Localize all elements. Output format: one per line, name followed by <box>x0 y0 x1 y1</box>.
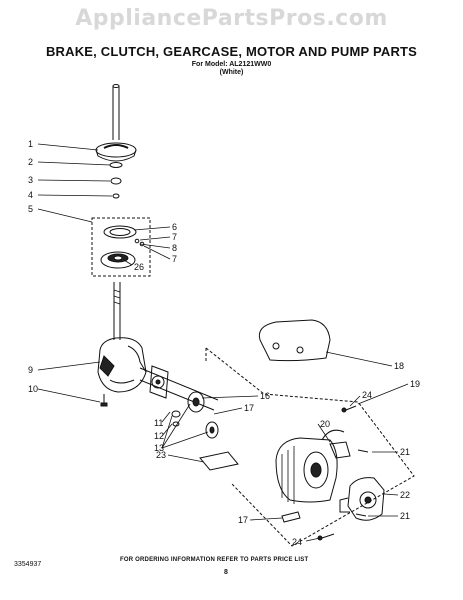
pad-part-23 <box>199 451 239 471</box>
callout-12: 12 <box>154 431 164 441</box>
callout-24: 24 <box>362 390 372 400</box>
agitator-shaft <box>112 84 120 140</box>
motor-part-19 <box>275 429 351 504</box>
screw-part-24 <box>345 405 357 411</box>
screw-part-21 <box>357 449 369 453</box>
diagram-title: BRAKE, CLUTCH, GEARCASE, MOTOR AND PUMP … <box>45 44 418 59</box>
page-number: 8 <box>224 569 228 576</box>
callout-7: 7 <box>172 232 177 242</box>
callout-19: 19 <box>410 379 420 389</box>
gearcase-shaft <box>113 282 121 340</box>
callout-13: 13 <box>154 443 164 453</box>
brake-assembly-part-5 <box>91 217 151 277</box>
ordering-note: FOR ORDERING INFORMATION REFER TO PARTS … <box>120 557 309 563</box>
gearcase-part-9 <box>97 337 147 393</box>
callout-17: 17 <box>244 403 254 413</box>
callout-5: 5 <box>28 204 33 214</box>
callout-7b: 7 <box>172 254 177 264</box>
callout-17b: 17 <box>238 515 248 525</box>
clip-part-17 <box>281 511 301 523</box>
callout-21b: 21 <box>400 511 410 521</box>
callout-10: 10 <box>28 384 38 394</box>
callout-2: 2 <box>28 157 33 167</box>
callout-numbers: 1 2 3 4 5 6 7 8 7 26 9 10 11 12 13 16 17… <box>28 139 420 547</box>
gasket-part-18 <box>258 319 331 362</box>
callout-21: 21 <box>400 447 410 457</box>
model-subtitle: For Model: AL2121WW0 <box>191 61 272 68</box>
callout-4: 4 <box>28 190 33 200</box>
leader-lines <box>37 143 409 542</box>
callout-16: 16 <box>260 391 270 401</box>
nut-part-3 <box>110 177 122 185</box>
callout-24b: 24 <box>292 537 302 547</box>
gasket-hole <box>272 342 280 350</box>
screw-part-24b <box>321 533 335 539</box>
bolt-part-10 <box>100 394 108 407</box>
clip-part-4 <box>112 193 120 199</box>
motor-mount-plate-outline <box>205 347 415 547</box>
callout-18: 18 <box>394 361 404 371</box>
callout-11: 11 <box>154 418 163 428</box>
brake-cam-part <box>95 142 137 162</box>
gasket-hole <box>296 346 304 354</box>
callout-6: 6 <box>172 222 177 232</box>
callout-23: 23 <box>156 450 166 460</box>
callout-8: 8 <box>172 243 177 253</box>
callout-3: 3 <box>28 175 33 185</box>
callout-20: 20 <box>320 419 330 429</box>
screw-part-21b <box>355 513 367 517</box>
callout-26: 26 <box>134 262 144 272</box>
site-watermark: AppliancePartsPros.com <box>75 6 388 31</box>
callout-9: 9 <box>28 365 33 375</box>
color-subtitle: (White) <box>219 69 244 76</box>
document-number: 3354937 <box>14 561 42 568</box>
washer-part-2 <box>109 162 123 168</box>
pump-part-22 <box>339 477 385 521</box>
callout-22: 22 <box>400 490 410 500</box>
callout-1: 1 <box>28 139 33 149</box>
drive-tube-assembly <box>139 365 219 439</box>
screw-head <box>341 407 347 413</box>
